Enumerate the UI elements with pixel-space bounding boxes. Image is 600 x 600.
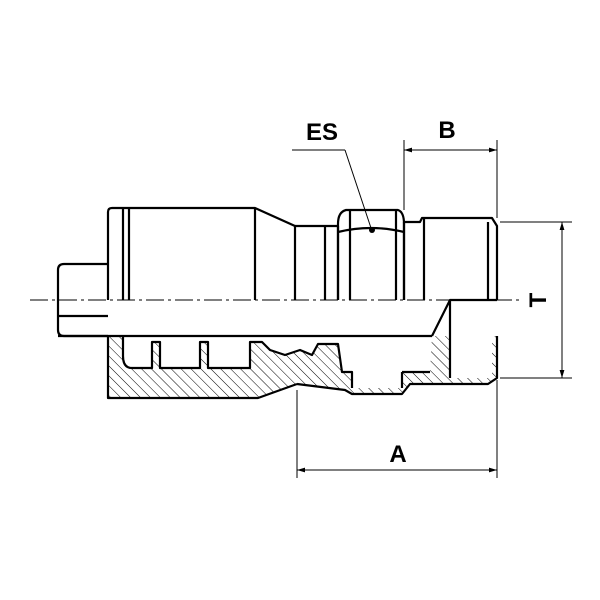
ferrule-lower-outline: [106, 336, 298, 400]
thread-upper-outline: [402, 216, 499, 300]
bore-channel: [60, 316, 432, 336]
ferrule-upper-outline: [106, 206, 297, 300]
es-leader-dot: [369, 227, 375, 233]
ferrule-teeth: [121, 336, 354, 388]
body-lower-outline: [296, 336, 499, 396]
hex-nut-outline: [336, 208, 406, 300]
a-label: A: [389, 441, 406, 468]
es-label: ES: [306, 119, 338, 146]
t-label: T: [525, 292, 552, 307]
nut-lower-inner: [400, 370, 430, 388]
b-label: B: [438, 117, 455, 144]
es-leader-diagonal: [344, 149, 372, 229]
section-hatch: [108, 336, 497, 398]
neck-outline: [295, 224, 340, 300]
